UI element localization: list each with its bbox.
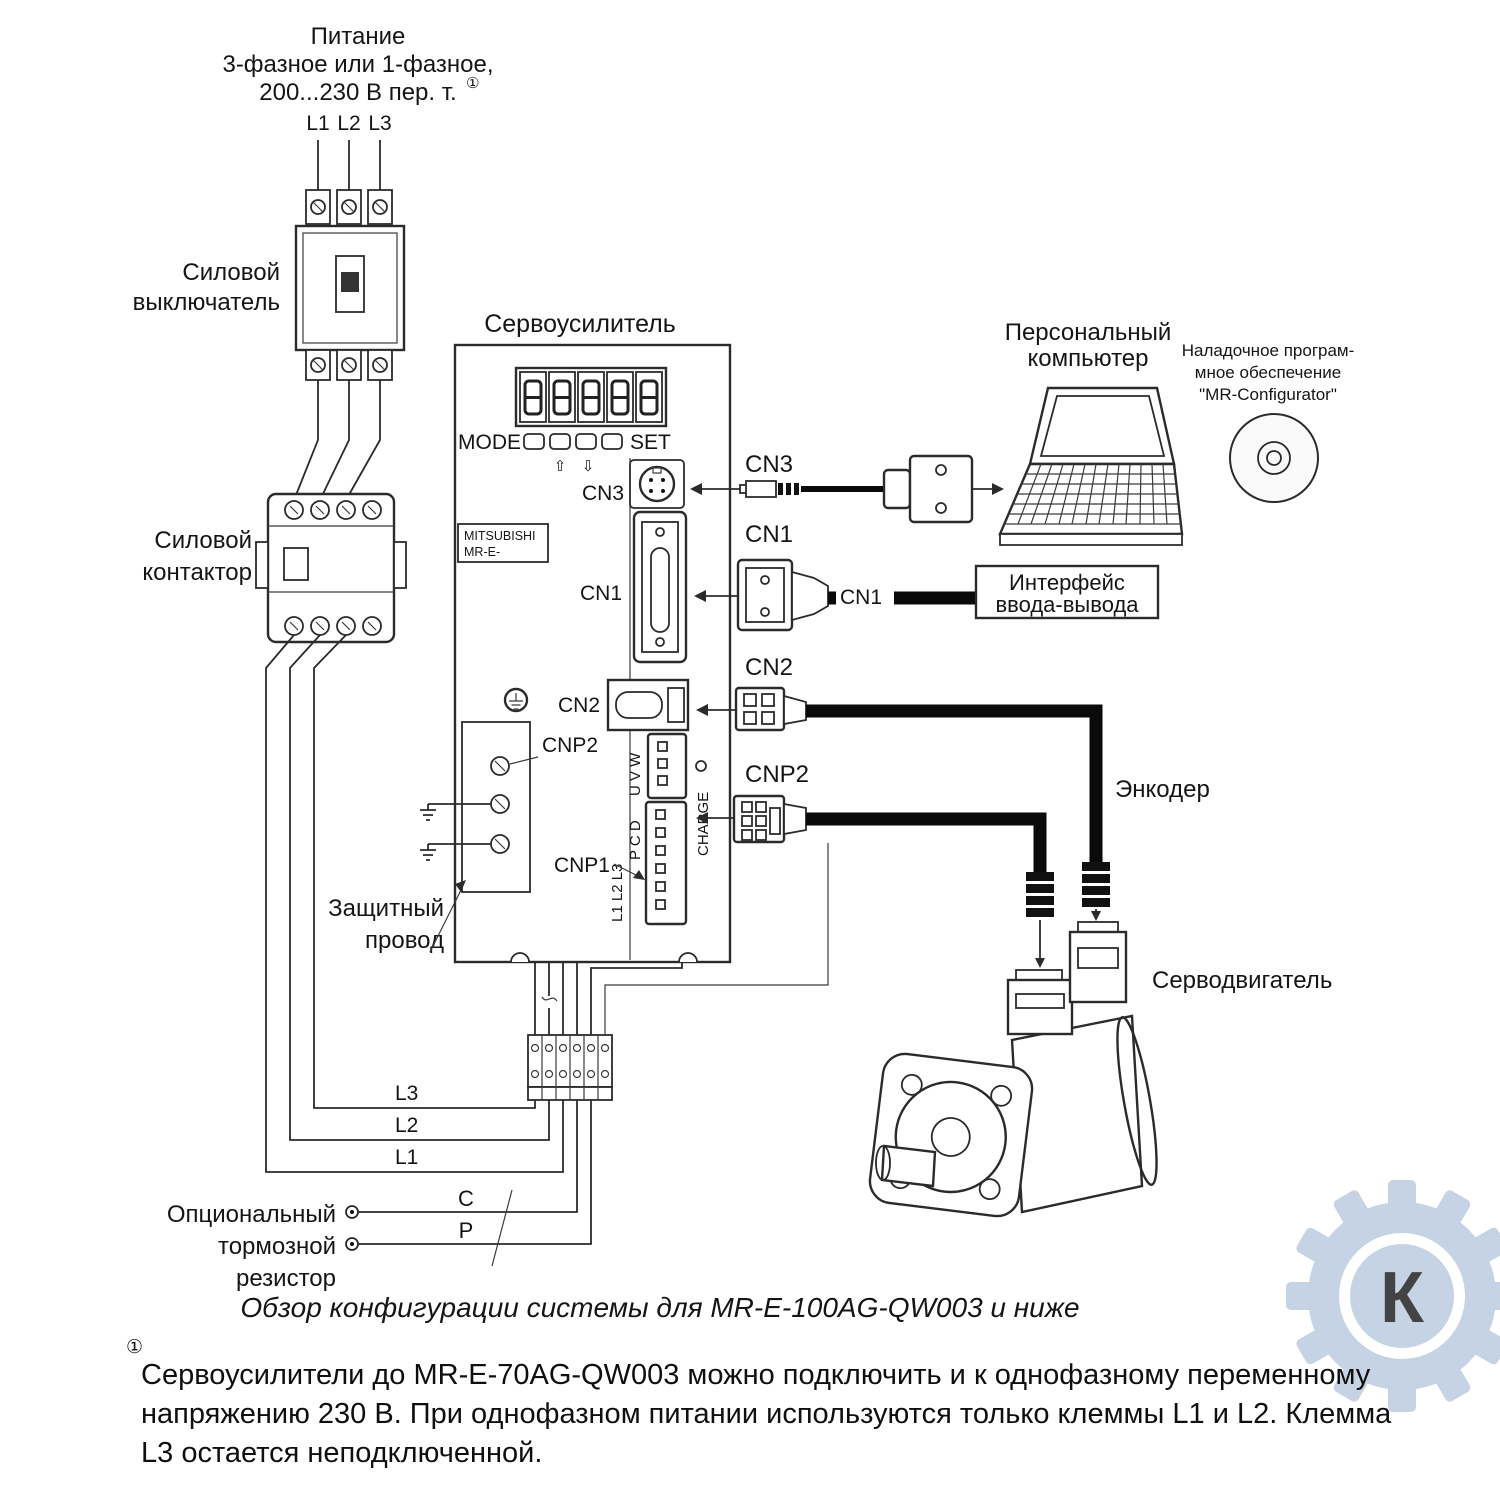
power-line1: Питание (311, 23, 406, 50)
power-footnote-ref: ① (466, 75, 479, 92)
motor-output-pins: U V W (627, 732, 688, 800)
software-label-line3: "MR-Configurator" (1199, 385, 1337, 404)
cn2-internal-label: CN2 (558, 694, 600, 717)
breaker-label-line1: Силовой (182, 259, 280, 286)
cn2-connector-internal: CN2 (558, 678, 690, 732)
motor-power-connector (1006, 969, 1074, 1036)
cnp2-internal-label: CNP2 (542, 734, 598, 757)
power-supply-label: Питание 3-фазное или 1-фазное, 200...230… (222, 23, 494, 190)
cn3-port-label: CN3 (745, 451, 793, 478)
wire-c-label: C (458, 1186, 474, 1211)
panel-button (575, 433, 597, 450)
up-arrow-icon: ⇧ (554, 458, 567, 475)
circuit-breaker: Силовой выключатель (133, 189, 406, 381)
servo-motor: Серводвигатель (868, 921, 1332, 1218)
cnp1-connector-internal: P C D L1 L2 L3 CNP1 (554, 800, 688, 926)
phase-l2-label: L2 (337, 112, 360, 135)
power-phase-wires: L3 L2 L1 (265, 634, 564, 1173)
cn1-connector-internal: CN1 (580, 510, 688, 664)
footnote-marker: ① (126, 1337, 144, 1358)
motor-flange (868, 1052, 1034, 1218)
power-line3: 200...230 В пер. т. (259, 79, 456, 106)
set-label: SET (630, 431, 671, 454)
charge-lamp: CHARGE (695, 760, 712, 856)
charge-label: CHARGE (695, 792, 712, 856)
figure-caption: Обзор конфигурации системы для MR-E-100A… (240, 1292, 1080, 1323)
cnp2-cable: CNP2 (696, 761, 1054, 968)
mode-label: MODE (458, 431, 521, 454)
wire-p-label: P (459, 1218, 474, 1243)
down-arrow-icon: ⇩ (582, 458, 595, 475)
cn1-cable: CN1 CN1 Интерфейс ввода-вывода (694, 521, 1160, 632)
pins-l-label: L1 L2 L3 (609, 864, 626, 922)
io-label-line2: ввода-вывода (995, 592, 1139, 617)
footnote-text: Сервоусилители до MR-E-70AG-QW003 можно … (141, 1359, 1392, 1469)
contactor-label-line2: контактор (142, 559, 252, 586)
power-line2: 3-фазное или 1-фазное, (222, 51, 493, 78)
cn2-port-label: CN2 (745, 654, 793, 681)
cnp2-terminal-box: CNP2 (461, 721, 598, 893)
watermark-letter: К (1380, 1258, 1425, 1338)
panel-button (549, 433, 571, 450)
cn3-internal-label: CN3 (582, 482, 624, 505)
cn2-cable: CN2 Энкодер (696, 654, 1210, 921)
resistor-label-line1: Опциональный (167, 1201, 336, 1228)
motor-shaft (880, 1144, 937, 1188)
resistor-label-line2: тормозной (218, 1233, 336, 1260)
cnp1-internal-label: CNP1 (554, 854, 610, 877)
pc-label-line2: компьютер (1027, 345, 1148, 372)
brand-plate: MITSUBISHI MR-E- (457, 523, 549, 563)
io-label-line1: Интерфейс (1009, 570, 1125, 595)
power-contactor: Силовой контактор (142, 492, 407, 644)
ground-label-line2: провод (365, 927, 444, 954)
terminal-block (527, 1034, 613, 1101)
seven-segment-display (514, 366, 668, 428)
breaker-to-contactor-wires (293, 380, 381, 501)
amplifier-title: Сервоусилитель (484, 310, 676, 338)
ground-terminal-icon (503, 687, 529, 713)
brake-resistor: Опциональный тормозной резистор C P (167, 1100, 592, 1292)
breaker-label-line2: выключатель (133, 289, 280, 316)
pc-label-line1: Персональный (1005, 319, 1172, 346)
motor-encoder-connector (1068, 921, 1128, 1004)
protective-earth: Защитный провод (328, 803, 491, 954)
cn1-cable-label: CN1 (840, 586, 882, 609)
wire-l1-label: L1 (395, 1146, 418, 1169)
watermark-gear-icon: К (1286, 1180, 1500, 1412)
wire-l2-label: L2 (395, 1114, 418, 1137)
motor-label: Серводвигатель (1152, 967, 1332, 994)
brand-line2: MR-E- (464, 545, 500, 559)
software-label-line2: мное обеспечение (1195, 363, 1341, 382)
cd-icon (1229, 413, 1319, 503)
servo-amplifier: Сервоусилитель MODE SET (453, 310, 732, 964)
cn1-port-label: CN1 (745, 521, 793, 548)
pins-pcd-label: P C D (627, 820, 644, 860)
panel-buttons: MODE SET ⇧ ⇩ (458, 431, 671, 475)
cn3-connector-internal: CN3 (582, 459, 685, 509)
encoder-label: Энкодер (1115, 776, 1210, 803)
cnp2-port-label: CNP2 (745, 761, 809, 788)
panel-button (523, 433, 545, 450)
wire-l3-label: L3 (395, 1082, 418, 1105)
ground-label-line1: Защитный (328, 895, 444, 922)
resistor-label-line3: резистор (236, 1265, 336, 1292)
cn1-internal-label: CN1 (580, 582, 622, 605)
panel-button (601, 433, 623, 450)
cn3-cable: CN3 (690, 451, 1004, 524)
setup-software: Наладочное програм- мное обеспечение "MR… (1182, 341, 1355, 503)
brand-line1: MITSUBISHI (464, 529, 536, 543)
phase-l1-label: L1 (306, 112, 329, 135)
contactor-label-line1: Силовой (154, 527, 252, 554)
laptop: Персональный компьютер (998, 319, 1184, 546)
phase-l3-label: L3 (368, 112, 391, 135)
pins-uvw-label: U V W (627, 752, 644, 796)
software-label-line1: Наладочное програм- (1182, 341, 1355, 360)
